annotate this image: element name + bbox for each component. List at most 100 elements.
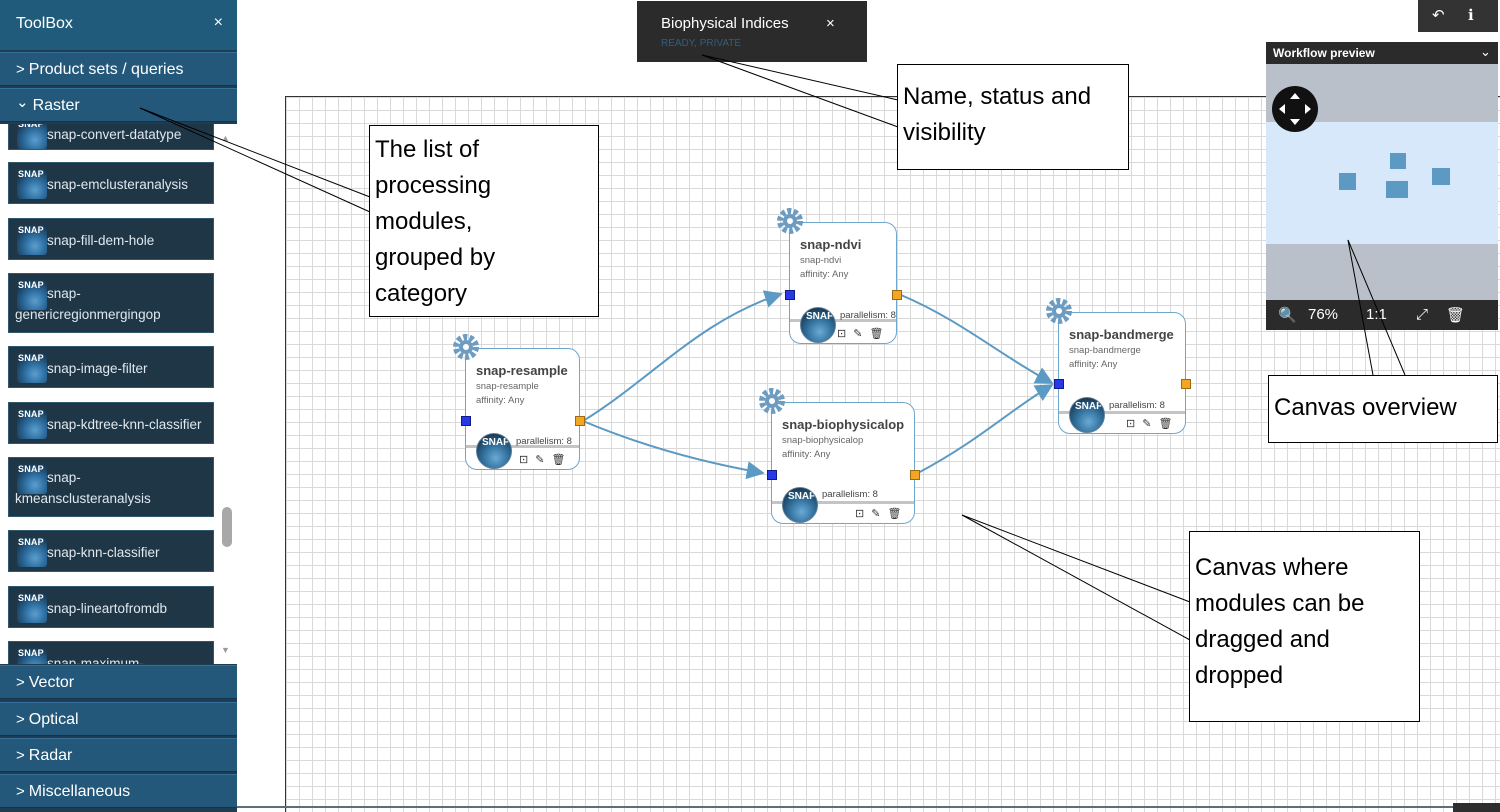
- category-label: Vector: [28, 674, 75, 691]
- toolbox-close-icon[interactable]: ×: [213, 14, 223, 31]
- workflow-tab[interactable]: Biophysical Indices READY, PRIVATE ×: [637, 1, 867, 62]
- node-operator: snap-biophysicalop: [782, 435, 864, 446]
- node-actions: ⊡ ✎ 🗑: [512, 453, 565, 466]
- input-port[interactable]: [785, 290, 795, 300]
- canvas-bottom-border: [237, 806, 1500, 808]
- node-snap-resample[interactable]: snap-resample snap-resample affinity: An…: [453, 334, 585, 470]
- undo-icon[interactable]: ↶: [1432, 7, 1445, 24]
- preview-node: [1339, 173, 1356, 190]
- module-item[interactable]: SNAP snap-knn-classifier: [8, 530, 214, 572]
- snap-logo-icon: SNAP: [17, 593, 47, 623]
- preview-node: [1432, 168, 1450, 185]
- node-operator: snap-resample: [476, 381, 539, 392]
- node-snap-bandmerge[interactable]: snap-bandmerge snap-bandmerge affinity: …: [1046, 298, 1191, 434]
- module-label: snap-knn-classifier: [47, 545, 160, 560]
- module-item[interactable]: SNAP snap-emclusteranalysis: [8, 162, 214, 204]
- workflow-preview: Workflow preview ⌄ 🔍 76% 1:1 ⤢ 🗑: [1266, 42, 1498, 330]
- chevron-down-icon: ⌄: [16, 94, 29, 111]
- trash-icon[interactable]: 🗑: [869, 328, 884, 340]
- chevron-down-icon[interactable]: ⌄: [1480, 44, 1491, 59]
- scrollbar-thumb[interactable]: [222, 507, 232, 547]
- node-snap-biophysicalop[interactable]: snap-biophysicalop snap-biophysicalop af…: [759, 388, 920, 524]
- preview-area[interactable]: [1266, 64, 1498, 300]
- module-label: snap-emclusteranalysis: [47, 177, 189, 192]
- reset-zoom-button[interactable]: 1:1: [1366, 306, 1387, 323]
- snap-logo-icon: SNAP: [476, 433, 512, 469]
- edit-icon[interactable]: ✎: [871, 508, 881, 520]
- module-item[interactable]: SNAP snap-fill-dem-hole: [8, 218, 214, 260]
- zoom-icon[interactable]: 🔍: [1278, 307, 1297, 324]
- close-icon[interactable]: ×: [826, 15, 835, 32]
- node-actions: ⊡ ✎ 🗑: [848, 507, 901, 520]
- pan-control-icon[interactable]: [1272, 86, 1318, 132]
- gear-icon[interactable]: [1045, 297, 1073, 325]
- node-snap-ndvi[interactable]: snap-ndvi snap-ndvi affinity: Any parall…: [777, 208, 902, 344]
- node-divider: [790, 319, 896, 322]
- toolbox-panel: ToolBox × >Product sets / queries ⌄Raste…: [0, 0, 237, 812]
- snap-logo-icon: SNAP: [17, 169, 47, 199]
- category-raster[interactable]: ⌄Raster: [0, 88, 237, 122]
- node-title: snap-bandmerge: [1069, 327, 1174, 342]
- output-port[interactable]: [575, 416, 585, 426]
- category-optical[interactable]: >Optical: [0, 702, 237, 736]
- node-actions: ⊡ ✎ 🗑: [830, 327, 883, 340]
- category-radar[interactable]: >Radar: [0, 738, 237, 772]
- edit-icon[interactable]: ✎: [853, 328, 863, 340]
- preview-footer: 🔍 76% 1:1 ⤢ 🗑: [1266, 300, 1498, 330]
- gear-icon[interactable]: [776, 207, 804, 235]
- module-item[interactable]: SNAP snap-convert-datatype: [8, 124, 214, 150]
- trash-icon[interactable]: 🗑: [1446, 307, 1466, 324]
- output-port[interactable]: [910, 470, 920, 480]
- input-port[interactable]: [461, 416, 471, 426]
- node-affinity: affinity: Any: [1069, 359, 1118, 370]
- module-item[interactable]: SNAP snap-kmeansclusteranalysis: [8, 457, 214, 517]
- canvas-corner: [1453, 803, 1500, 812]
- node-operator: snap-ndvi: [800, 255, 842, 266]
- edit-icon[interactable]: ✎: [535, 454, 545, 466]
- module-list[interactable]: SNAP snap-convert-datatype SNAP snap-emc…: [0, 124, 237, 664]
- node-divider: [772, 501, 914, 504]
- zoom-level: 76%: [1308, 306, 1339, 323]
- select-icon[interactable]: ⊡: [837, 328, 847, 340]
- category-vector[interactable]: >Vector: [0, 665, 237, 699]
- preview-node: [1390, 153, 1406, 169]
- gear-icon[interactable]: [452, 333, 480, 361]
- trash-icon[interactable]: 🗑: [887, 508, 902, 520]
- module-item[interactable]: SNAP snap-kdtree-knn-classifier: [8, 402, 214, 444]
- output-port[interactable]: [892, 290, 902, 300]
- preview-viewport[interactable]: [1266, 122, 1498, 244]
- scroll-up-icon[interactable]: ▲: [221, 133, 230, 143]
- snap-logo-icon: SNAP: [17, 464, 47, 494]
- trash-icon[interactable]: 🗑: [551, 454, 566, 466]
- category-miscellaneous[interactable]: >Miscellaneous: [0, 774, 237, 808]
- expand-icon[interactable]: ⤢: [1416, 306, 1429, 323]
- select-icon[interactable]: ⊡: [519, 454, 529, 466]
- module-list-scrollbar[interactable]: [218, 124, 237, 664]
- select-icon[interactable]: ⊡: [855, 508, 865, 520]
- callout-overview: Canvas overview: [1268, 375, 1498, 443]
- module-item[interactable]: SNAP snap-lineartofromdb: [8, 586, 214, 628]
- input-port[interactable]: [1054, 379, 1064, 389]
- node-actions: ⊡ ✎ 🗑: [1119, 417, 1172, 430]
- gear-icon[interactable]: [758, 387, 786, 415]
- category-product-sets[interactable]: >Product sets / queries: [0, 52, 237, 86]
- select-icon[interactable]: ⊡: [1126, 418, 1136, 430]
- scroll-down-icon[interactable]: ▼: [221, 645, 230, 655]
- edit-icon[interactable]: ✎: [1142, 418, 1152, 430]
- snap-logo-icon: SNAP: [782, 487, 818, 523]
- module-label: snap-maximum-: [47, 656, 144, 664]
- toolbox-title: ToolBox: [16, 15, 73, 32]
- workflow-name[interactable]: Biophysical Indices: [661, 15, 789, 32]
- trash-icon[interactable]: 🗑: [1158, 418, 1173, 430]
- info-icon[interactable]: ℹ: [1468, 7, 1474, 24]
- preview-header[interactable]: Workflow preview ⌄: [1266, 42, 1498, 64]
- module-label: snap-kmeansclusteranalysis: [15, 470, 151, 506]
- input-port[interactable]: [767, 470, 777, 480]
- module-item[interactable]: SNAP snap-genericregionmergingop: [8, 273, 214, 333]
- output-port[interactable]: [1181, 379, 1191, 389]
- module-label: snap-fill-dem-hole: [47, 233, 155, 248]
- module-item[interactable]: SNAP snap-image-filter: [8, 346, 214, 388]
- module-item[interactable]: SNAP snap-maximum-: [8, 641, 214, 664]
- category-label: Miscellaneous: [28, 783, 131, 800]
